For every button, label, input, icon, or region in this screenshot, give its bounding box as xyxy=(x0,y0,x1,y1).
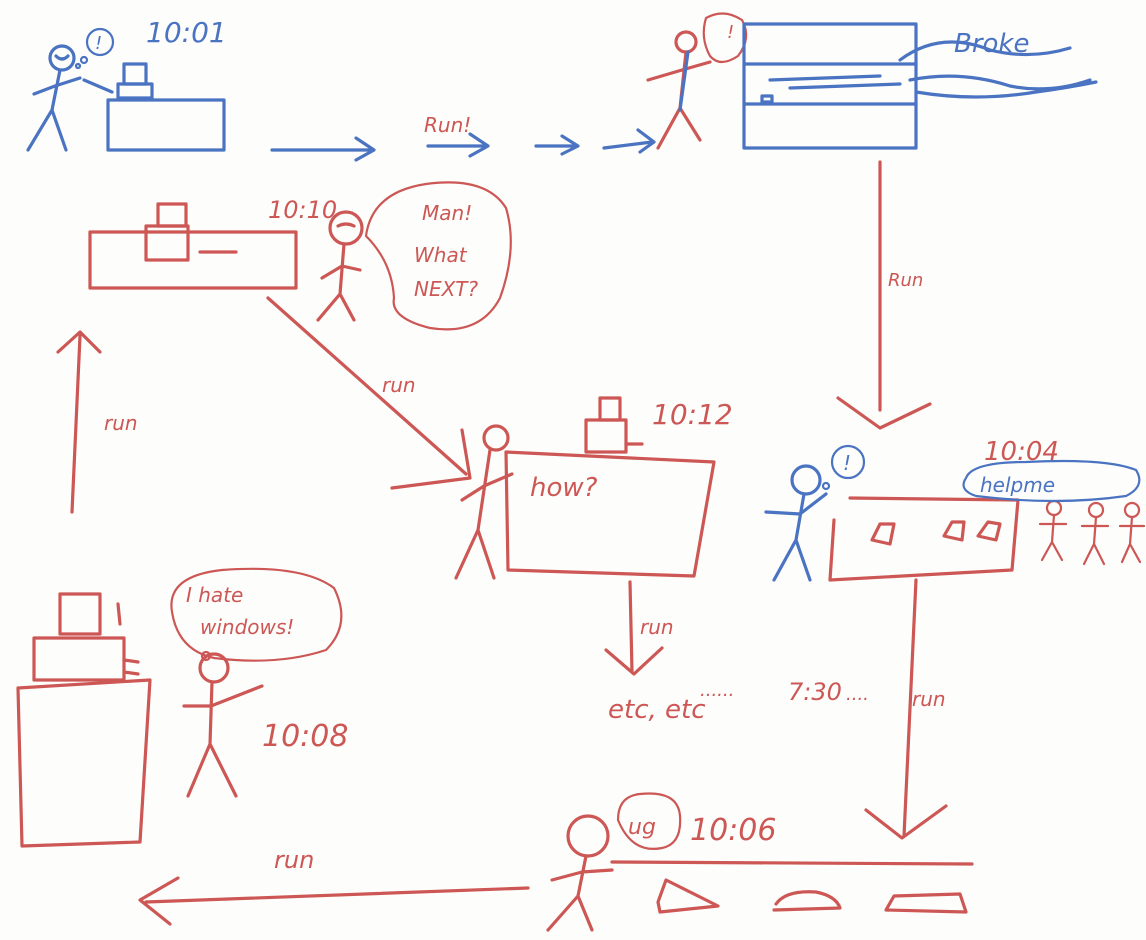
label-etc: etc, etc xyxy=(608,695,706,725)
time-1004: 10:04 xyxy=(984,437,1059,467)
time-1006: 10:06 xyxy=(690,813,776,848)
stick-figure-red-1006 xyxy=(548,816,612,930)
computer-tower-1008 xyxy=(18,594,150,846)
time-1008: 10:08 xyxy=(262,719,348,754)
time-1012: 10:12 xyxy=(652,398,733,431)
arrow-1010-to-1012 xyxy=(268,298,470,488)
floor-items-1006 xyxy=(612,862,972,912)
bubble-man-line3: NEXT? xyxy=(414,277,479,301)
time-730: 7:30 xyxy=(788,678,842,706)
desk-1010 xyxy=(90,204,296,288)
stick-figure-blue-1 xyxy=(28,46,80,150)
label-how: how? xyxy=(530,473,598,503)
stick-figure-red-1010 xyxy=(318,212,362,320)
scene-1008: I hate windows! 10:08 xyxy=(18,569,348,846)
stick-figure-blue-1004 xyxy=(766,466,826,580)
time-1010: 10:10 xyxy=(268,196,337,224)
exclaim-mark-1004: ! xyxy=(843,451,851,475)
bubble-hate-line2: windows! xyxy=(200,615,294,639)
dots-right: .... xyxy=(846,684,869,705)
stick-figure-red-1008 xyxy=(184,654,262,796)
label-helpme: helpme xyxy=(980,473,1055,497)
label-run-up: run xyxy=(104,411,138,435)
arrow-1008-up xyxy=(58,332,100,512)
stick-figure-red-broke xyxy=(648,32,710,148)
time-1001: 10:01 xyxy=(146,16,227,49)
arrow-1006-left xyxy=(140,878,528,924)
label-ug: ug xyxy=(628,815,656,840)
exclaim-mark-red: ! xyxy=(727,22,734,43)
scene-desk-1001: ! 10:01 xyxy=(28,16,227,150)
exclaim-bubble-red-broke xyxy=(704,13,746,62)
scene-1006: ug 10:06 xyxy=(548,793,972,930)
server-rack-blue xyxy=(744,24,1096,148)
cowering-figures xyxy=(1040,501,1144,564)
scene-1012: 10:12 how? xyxy=(456,398,733,578)
exclaim-mark: ! xyxy=(95,33,102,54)
dots-left: ...... xyxy=(700,680,734,701)
bubble-hate-line1: I hate xyxy=(186,583,243,607)
arrow-broke-down xyxy=(838,162,930,428)
label-run-diag: run xyxy=(382,373,416,397)
bubble-man-line1: Man! xyxy=(422,201,472,225)
label-run-left: run xyxy=(274,846,314,874)
label-run-excl: Run! xyxy=(424,113,471,137)
computer-desk-blue xyxy=(84,64,224,150)
label-run-down: Run xyxy=(888,270,923,291)
scene-1010: 10:10 Man! What NEXT? xyxy=(90,182,511,329)
label-broke: Broke xyxy=(954,29,1030,59)
bubble-man-line2: What xyxy=(414,243,468,267)
label-run-1004: run xyxy=(912,687,946,711)
desk-1004 xyxy=(830,498,1018,580)
scene-broke: ! Broke xyxy=(648,13,1096,148)
scene-1004: ! 10:04 helpme xyxy=(766,437,1144,580)
label-run-1012: run xyxy=(640,615,674,639)
